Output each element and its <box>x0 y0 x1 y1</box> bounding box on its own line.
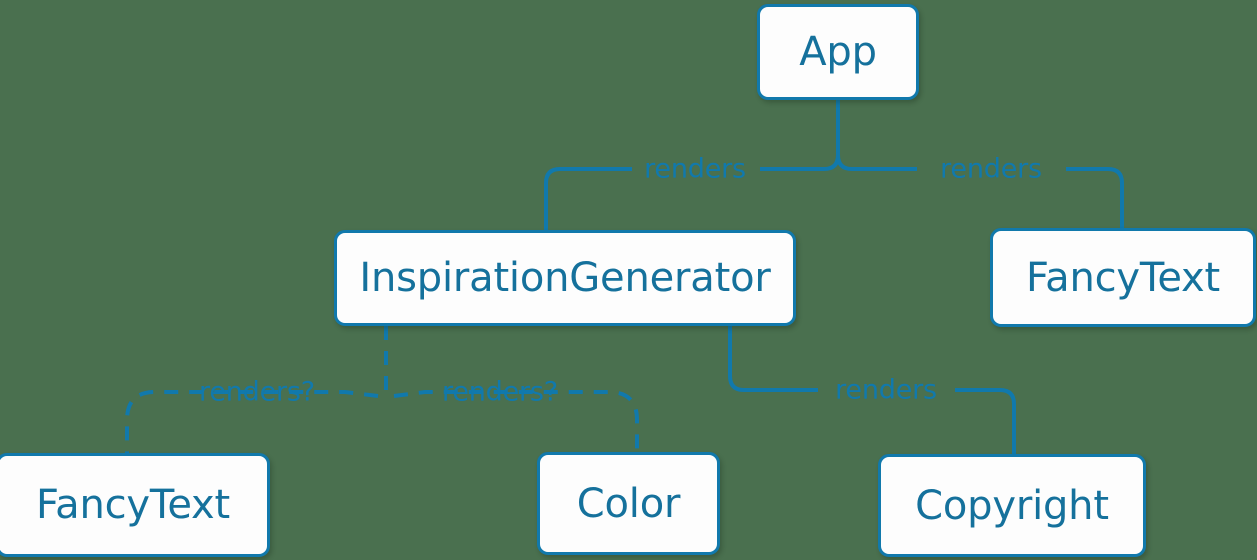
connector-app-stem-right <box>836 154 917 171</box>
node-fancytext-right-label: FancyText <box>1026 254 1220 301</box>
node-app-label: App <box>799 29 877 75</box>
edge-label-app-to-inspirationgenerator: renders <box>644 153 746 185</box>
node-color[interactable]: Color <box>537 452 720 555</box>
node-inspirationgenerator-label: InspirationGenerator <box>359 255 771 301</box>
node-inspirationgenerator[interactable]: InspirationGenerator <box>334 230 796 326</box>
node-fancytext-right[interactable]: FancyText <box>990 228 1256 327</box>
edge-label-app-to-fancytext-right: renders <box>940 153 1042 185</box>
connector-inspirationgenerator-to-copyright <box>728 326 818 392</box>
connector-inspirationgenerator-to-color <box>393 390 639 452</box>
node-color-label: Color <box>576 480 681 527</box>
connector-app-to-fancytext-right <box>1066 167 1124 228</box>
node-fancytext-bottom[interactable]: FancyText <box>0 453 270 557</box>
node-copyright[interactable]: Copyright <box>878 454 1146 557</box>
connector-app-to-inspirationgenerator <box>544 167 632 230</box>
connector-app-stem <box>760 100 840 171</box>
node-app[interactable]: App <box>757 4 919 100</box>
node-fancytext-bottom-label: FancyText <box>36 482 230 528</box>
edge-label-inspirationgenerator-to-copyright: renders <box>835 374 937 406</box>
connector-copyright-riser <box>955 388 1016 454</box>
edge-label-inspirationgenerator-to-fancytext-bottom: renders? <box>199 376 315 408</box>
edge-label-inspirationgenerator-to-color: renders? <box>442 376 558 408</box>
node-copyright-label: Copyright <box>915 482 1109 529</box>
